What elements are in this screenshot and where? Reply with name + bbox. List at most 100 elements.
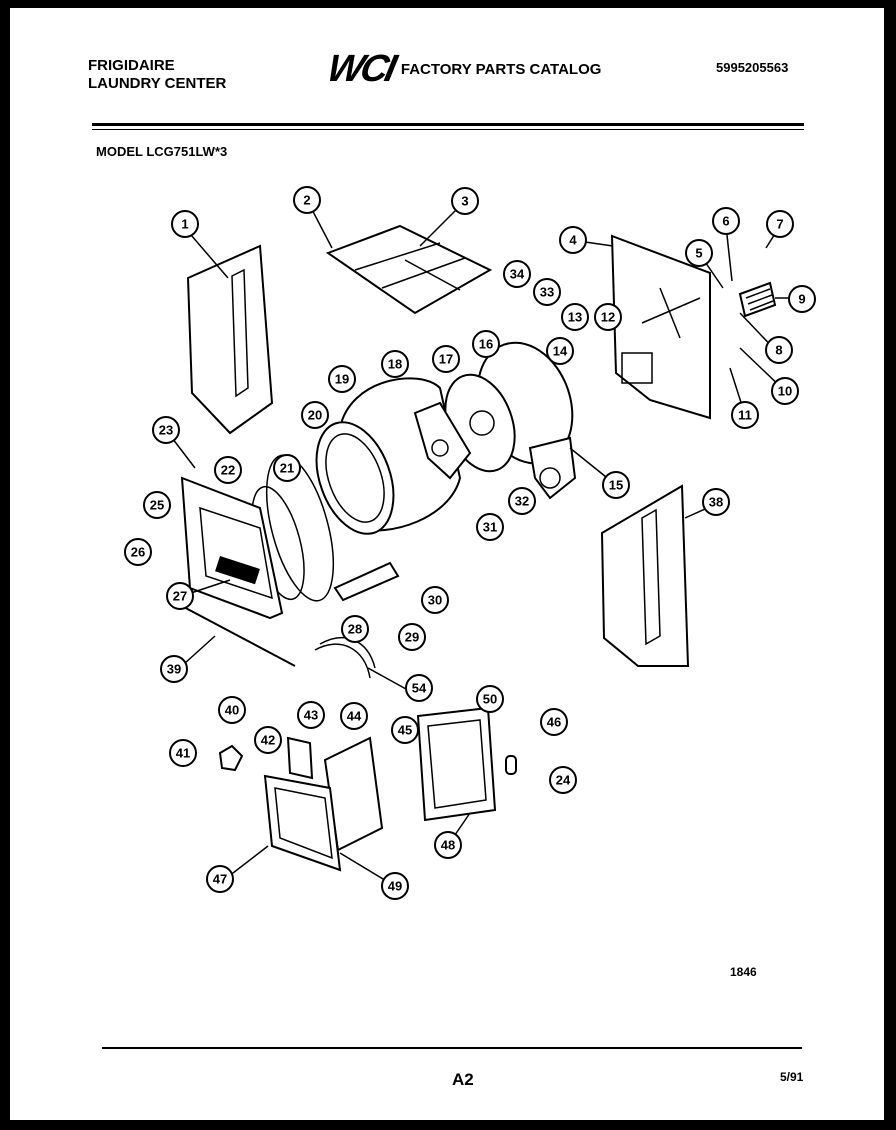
front-panel — [180, 476, 284, 620]
svg-text:23: 23 — [159, 423, 173, 438]
callout-31: 31 — [476, 513, 504, 541]
callout-8: 8 — [765, 336, 793, 364]
svg-text:7: 7 — [776, 217, 783, 232]
svg-text:16: 16 — [479, 337, 493, 352]
svg-text:6: 6 — [722, 214, 729, 229]
wire-harness — [314, 643, 371, 679]
svg-text:8: 8 — [775, 343, 782, 358]
svg-text:13: 13 — [568, 310, 582, 325]
svg-text:48: 48 — [441, 838, 455, 853]
svg-text:14: 14 — [553, 344, 568, 359]
callout-46: 46 — [540, 708, 568, 736]
callout-40: 40 — [218, 696, 246, 724]
callout-23: 23 — [152, 416, 180, 444]
callout-48: 48 — [434, 831, 462, 859]
lint-filter-housing — [333, 561, 400, 602]
svg-text:43: 43 — [304, 708, 318, 723]
catalog-title: FACTORY PARTS CATALOG — [400, 61, 602, 78]
callout-32: 32 — [508, 487, 536, 515]
callout-22: 22 — [214, 456, 242, 484]
svg-text:34: 34 — [510, 267, 525, 282]
page-label: A2 — [452, 1070, 474, 1089]
top-panel — [325, 224, 493, 315]
svg-text:26: 26 — [131, 545, 145, 560]
catalog-page: FRIGIDAIRE LAUNDRY CENTER WCI FACTORY PA… — [10, 8, 884, 1120]
callout-9: 9 — [788, 285, 816, 313]
svg-text:46: 46 — [547, 715, 561, 730]
callout-7: 7 — [766, 210, 794, 238]
callout-49: 49 — [381, 872, 409, 900]
svg-text:2: 2 — [303, 193, 310, 208]
blower-housing — [413, 401, 472, 480]
callout-16: 16 — [472, 330, 500, 358]
callout-34: 34 — [503, 260, 531, 288]
svg-text:33: 33 — [540, 285, 554, 300]
svg-text:47: 47 — [213, 872, 227, 887]
callout-10: 10 — [771, 377, 799, 405]
callout-30: 30 — [421, 586, 449, 614]
svg-text:3: 3 — [461, 194, 468, 209]
svg-text:30: 30 — [428, 593, 442, 608]
svg-text:28: 28 — [348, 622, 362, 637]
callout-19: 19 — [328, 365, 356, 393]
figure-number: 1846 — [730, 965, 757, 979]
rear-panel — [610, 234, 711, 420]
door-frame — [416, 706, 497, 822]
callout-33: 33 — [533, 278, 561, 306]
svg-text:15: 15 — [609, 478, 623, 493]
svg-text:5: 5 — [695, 246, 702, 261]
svg-text:49: 49 — [388, 879, 402, 894]
part-number: 5995205563 — [716, 60, 789, 75]
svg-text:1: 1 — [181, 217, 188, 232]
callout-1: 1 — [171, 210, 199, 238]
callout-43: 43 — [297, 701, 325, 729]
door-catch — [218, 744, 244, 772]
callout-18: 18 — [381, 350, 409, 378]
svg-text:40: 40 — [225, 703, 239, 718]
svg-text:21: 21 — [280, 461, 294, 476]
svg-text:17: 17 — [439, 352, 453, 367]
svg-text:25: 25 — [150, 498, 164, 513]
svg-text:32: 32 — [515, 494, 529, 509]
side-panel-left — [186, 244, 274, 435]
callout-24: 24 — [549, 766, 577, 794]
svg-text:31: 31 — [483, 520, 497, 535]
svg-text:38: 38 — [709, 495, 723, 510]
svg-text:22: 22 — [221, 463, 235, 478]
svg-text:39: 39 — [167, 662, 181, 677]
exploded-parts-diagram: 1 2 3 4 5 6 7 8 9 10 11 12 13 14 15 16 1… — [124, 186, 816, 900]
callout-15: 15 — [602, 471, 630, 499]
svg-text:10: 10 — [778, 384, 792, 399]
svg-text:18: 18 — [388, 357, 402, 372]
callout-12: 12 — [594, 303, 622, 331]
callout-47: 47 — [206, 865, 234, 893]
footer-rule — [102, 1047, 802, 1049]
revision-date: 5/91 — [780, 1070, 804, 1084]
vent-grille — [738, 281, 777, 318]
callout-21: 21 — [273, 454, 301, 482]
svg-text:42: 42 — [261, 733, 275, 748]
door-strike — [505, 755, 517, 775]
svg-text:54: 54 — [412, 681, 427, 696]
callout-26: 26 — [124, 538, 152, 566]
door-outer-panel — [263, 774, 342, 872]
svg-text:29: 29 — [405, 630, 419, 645]
callout-20: 20 — [301, 401, 329, 429]
svg-text:9: 9 — [798, 292, 805, 307]
svg-text:44: 44 — [347, 709, 362, 724]
model-number: MODEL LCG751LW*3 — [96, 144, 228, 159]
door-glass — [286, 736, 314, 780]
header-rule — [92, 123, 804, 126]
side-panel-right — [600, 484, 690, 667]
svg-text:50: 50 — [483, 692, 497, 707]
catalog-title-block: WCI FACTORY PARTS CATALOG — [324, 48, 602, 91]
brand-name: FRIGIDAIRE — [88, 57, 175, 74]
svg-text:12: 12 — [601, 310, 615, 325]
callout-2: 2 — [293, 186, 321, 214]
callout-54: 54 — [405, 674, 433, 702]
svg-text:19: 19 — [335, 372, 349, 387]
door-assembly — [218, 706, 517, 872]
callout-39: 39 — [160, 655, 188, 683]
callout-11: 11 — [731, 401, 759, 429]
brand-block: FRIGIDAIRE LAUNDRY CENTER — [88, 57, 226, 93]
